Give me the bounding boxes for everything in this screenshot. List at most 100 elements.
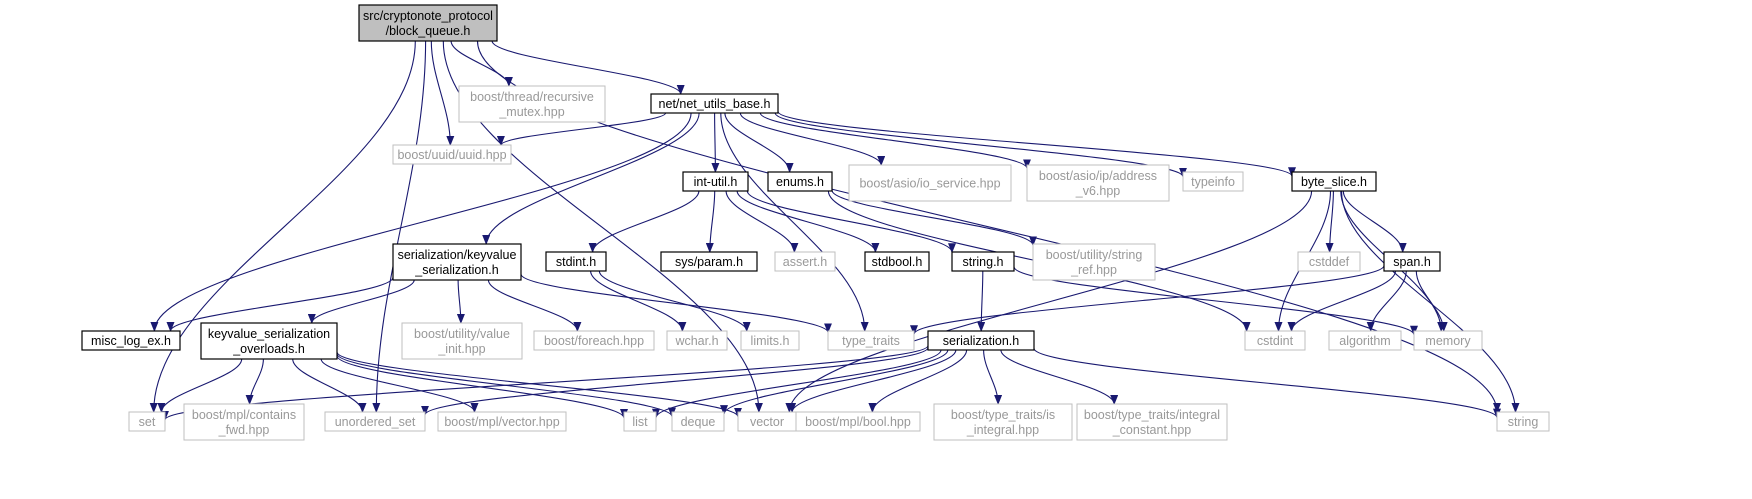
node-box-type_traits (827, 330, 915, 351)
node-set: set (128, 411, 166, 432)
node-box-string_h (951, 251, 1015, 272)
edge-net_utils_base-to-byte_slice (777, 111, 1296, 178)
node-label-value_init-0: boost/utility/value (414, 327, 510, 341)
node-byte_slice[interactable]: byte_slice.h (1291, 171, 1377, 192)
node-box-kv_serialization (392, 243, 522, 281)
dependency-nodes: src/cryptonote_protocol/block_queue.hboo… (81, 4, 1550, 441)
node-label-address_v6-1: _v6.hpp (1075, 184, 1121, 198)
node-box-int_util (682, 171, 749, 192)
node-label-contains_fwd-0: boost/mpl/contains (192, 408, 296, 422)
node-box-stdint (545, 251, 607, 272)
edge-int_util-to-string_h (746, 190, 956, 254)
node-net_utils_base[interactable]: net/net_utils_base.h (650, 93, 779, 114)
node-box-set (128, 411, 166, 432)
edge-serialization_h-to-unordered_set (421, 347, 929, 416)
node-label-typeinfo-0: typeinfo (1191, 175, 1235, 189)
node-label-list-0: list (632, 415, 648, 429)
edge-kv_overloads-to-unordered_set (292, 358, 367, 413)
node-string_ref: boost/utility/string_ref.hpp (1032, 243, 1156, 281)
node-kv_serialization[interactable]: serialization/keyvalue_serialization.h (392, 243, 522, 281)
edge-kv_serialization-to-kv_overloads (307, 279, 415, 324)
node-box-string_ref (1032, 243, 1156, 281)
node-misc_log_ex[interactable]: misc_log_ex.h (81, 330, 181, 351)
node-label-serialization_h-0: serialization.h (943, 334, 1019, 348)
node-assert: assert.h (774, 251, 836, 272)
node-label-string-0: string (1508, 415, 1539, 429)
node-mpl_bool: boost/mpl/bool.hpp (795, 411, 921, 432)
edge-net_utils_base-to-kv_serialization (482, 112, 700, 245)
node-label-mpl_vector-0: boost/mpl/vector.hpp (444, 415, 559, 429)
node-uuid: boost/uuid/uuid.hpp (392, 144, 512, 165)
edge-net_utils_base-to-enums (724, 112, 794, 173)
node-box-typeinfo (1182, 171, 1244, 192)
edge-net_utils_base-to-int_util (711, 112, 720, 173)
node-box-unordered_set (324, 411, 426, 432)
edge-span-to-algorithm (1366, 270, 1407, 332)
node-label-wchar-0: wchar.h (674, 334, 718, 348)
node-string_h[interactable]: string.h (951, 251, 1015, 272)
node-block_queue[interactable]: src/cryptonote_protocol/block_queue.h (358, 4, 498, 42)
node-label-enums-0: enums.h (776, 175, 824, 189)
node-mpl_vector: boost/mpl/vector.hpp (437, 411, 567, 432)
node-sys_param[interactable]: sys/param.h (660, 251, 758, 272)
edge-int_util-to-assert (725, 190, 799, 253)
node-integral_constant: boost/type_traits/integral_constant.hpp (1076, 403, 1228, 441)
node-typeinfo: typeinfo (1182, 171, 1244, 192)
node-recursive_mutex: boost/thread/recursive_mutex.hpp (458, 85, 606, 123)
edge-span-to-memory (1415, 270, 1448, 332)
edge-kv_overloads-to-set (157, 358, 243, 413)
edge-net_utils_base-to-io_service (739, 112, 886, 166)
node-label-string_ref-1: _ref.hpp (1070, 263, 1117, 277)
node-cstdint: cstdint (1244, 330, 1306, 351)
node-label-cstddef-0: cstddef (1309, 255, 1350, 269)
node-box-byte_slice (1291, 171, 1377, 192)
node-stdbool[interactable]: stdbool.h (864, 251, 930, 272)
node-label-sys_param-0: sys/param.h (675, 255, 743, 269)
node-label-block_queue-0: src/cryptonote_protocol (363, 9, 493, 23)
node-int_util[interactable]: int-util.h (682, 171, 749, 192)
node-label-vector-0: vector (750, 415, 784, 429)
node-stdint[interactable]: stdint.h (545, 251, 607, 272)
node-label-integral_constant-1: _constant.hpp (1112, 423, 1192, 437)
node-box-mpl_bool (795, 411, 921, 432)
node-memory: memory (1413, 330, 1483, 351)
edge-kv_serialization-to-foreach (487, 279, 582, 332)
node-label-kv_serialization-1: _serialization.h (414, 263, 498, 277)
node-label-contains_fwd-1: _fwd.hpp (218, 423, 270, 437)
edge-byte_slice-to-vector (785, 190, 1313, 413)
edge-block_queue-to-uuid (430, 40, 455, 146)
edge-serialization_h-to-mpl_bool (868, 349, 968, 413)
node-span[interactable]: span.h (1383, 251, 1441, 272)
node-label-deque-0: deque (681, 415, 716, 429)
edge-serialization_h-to-is_integral (983, 349, 1003, 405)
node-label-net_utils_base-0: net/net_utils_base.h (659, 97, 771, 111)
node-string: string (1496, 411, 1550, 432)
node-box-misc_log_ex (81, 330, 181, 351)
edge-int_util-to-sys_param (705, 190, 716, 253)
node-unordered_set: unordered_set (324, 411, 426, 432)
edge-block_queue-to-unordered_set (372, 40, 427, 413)
node-label-uuid-0: boost/uuid/uuid.hpp (397, 148, 506, 162)
node-box-is_integral (933, 403, 1073, 441)
edge-serialization_h-to-string (1033, 347, 1501, 419)
node-label-is_integral-0: boost/type_traits/is (951, 408, 1055, 422)
node-list: list (623, 411, 657, 432)
node-enums[interactable]: enums.h (767, 171, 833, 192)
node-label-memory-0: memory (1425, 334, 1471, 348)
node-label-int_util-0: int-util.h (694, 175, 738, 189)
node-label-foreach-0: boost/foreach.hpp (544, 334, 644, 348)
node-label-mpl_bool-0: boost/mpl/bool.hpp (805, 415, 911, 429)
edge-kv_overloads-to-mpl_vector (320, 358, 479, 413)
node-label-type_traits-0: type_traits (842, 334, 900, 348)
node-serialization_h[interactable]: serialization.h (927, 330, 1035, 351)
edge-block_queue-to-set (149, 40, 416, 413)
node-label-stdint-0: stdint.h (556, 255, 596, 269)
node-box-enums (767, 171, 833, 192)
node-box-sys_param (660, 251, 758, 272)
node-vector: vector (737, 411, 797, 432)
node-box-algorithm (1328, 330, 1402, 351)
node-box-foreach (533, 330, 655, 351)
edge-net_utils_base-to-address_v6 (759, 112, 1031, 170)
node-kv_overloads[interactable]: keyvalue_serialization_overloads.h (200, 322, 338, 360)
edge-net_utils_base-to-uuid (497, 112, 667, 146)
